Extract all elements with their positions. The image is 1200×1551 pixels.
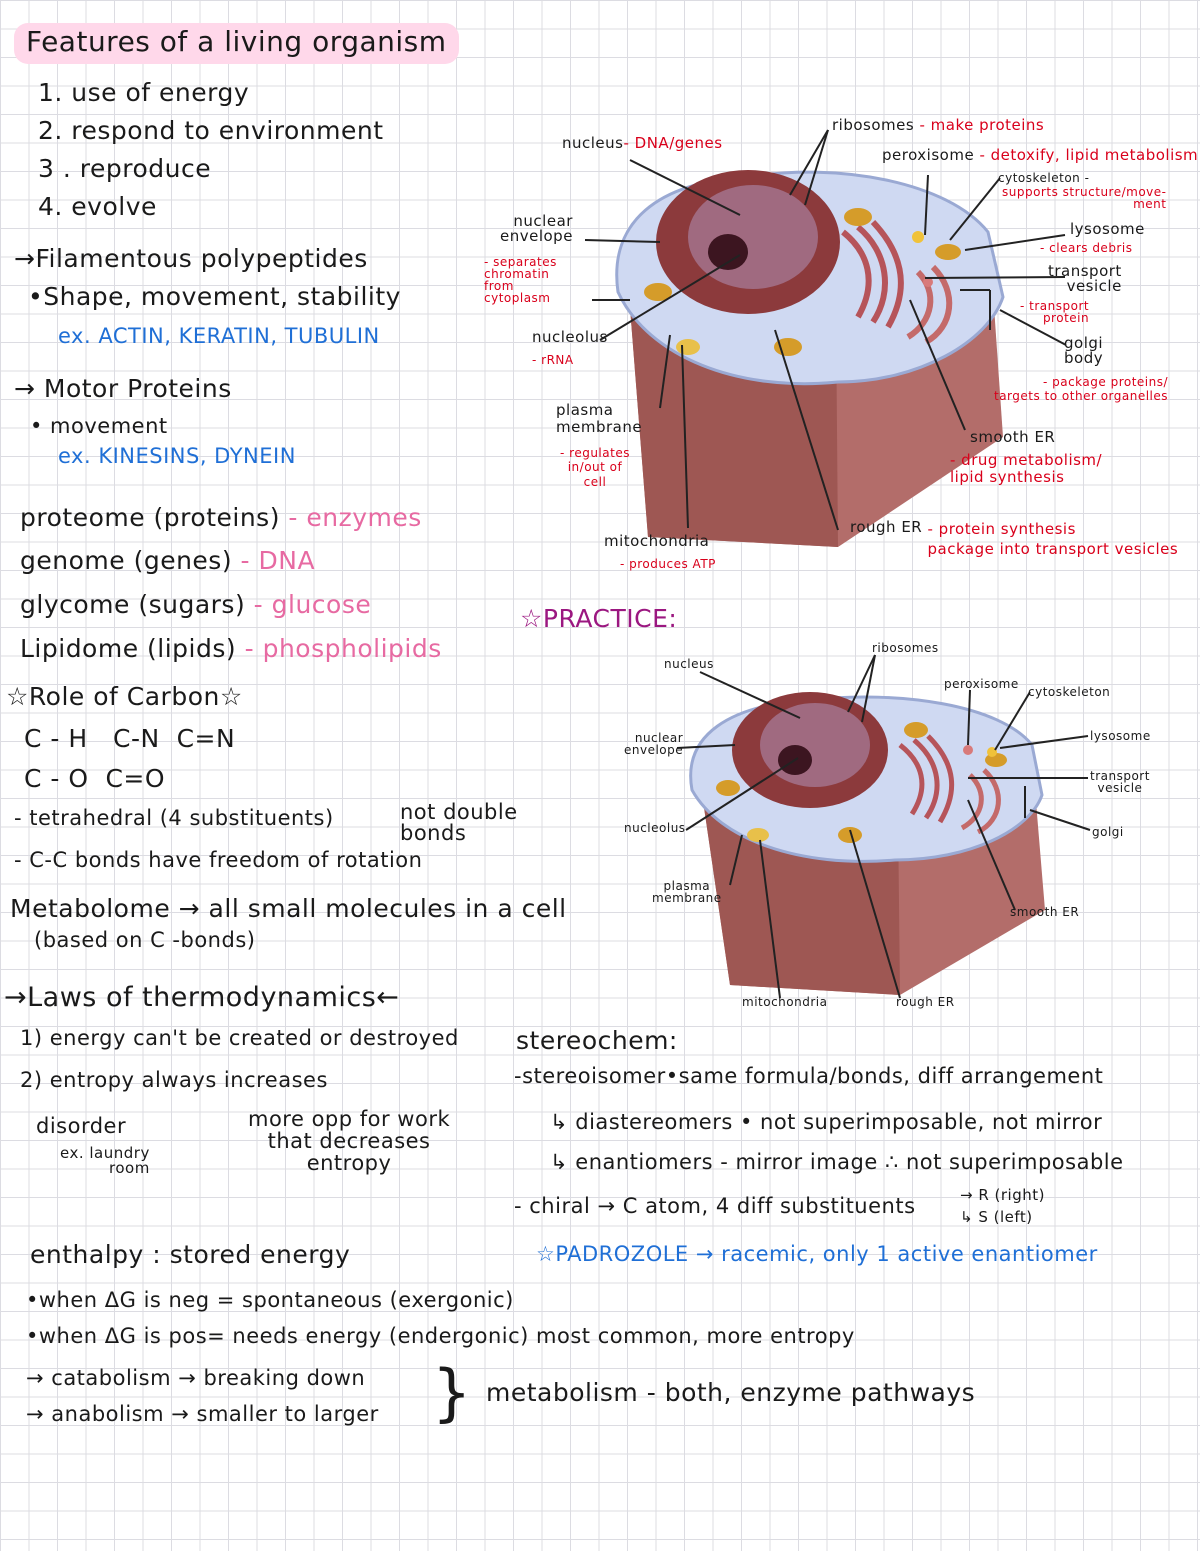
cell-diagram-practice xyxy=(689,692,1045,995)
motor-heading: → Motor Proteins xyxy=(14,374,232,403)
thermo-dg-pos: •when ΔG is pos= needs energy (endergoni… xyxy=(26,1324,855,1348)
practice-label-mitochondria: mitochondria xyxy=(742,995,828,1009)
thermo-disorder: disorder xyxy=(36,1114,127,1138)
motor-bullet: • movement xyxy=(30,414,168,438)
label-mitochondria: mitochondria xyxy=(604,532,710,550)
practice-label-transport-vesicle: transport vesicle xyxy=(1090,769,1150,795)
practice-label-peroxisome: peroxisome xyxy=(944,677,1019,691)
thermo-enthalpy: enthalpy : stored energy xyxy=(30,1240,351,1269)
stereo-stereoisomer: -stereoisomer•same formula/bonds, diff a… xyxy=(514,1064,1104,1088)
thermo-law1: 1) energy can't be created or destroyed xyxy=(20,1026,459,1050)
stereo-s: ↳ S (left) xyxy=(960,1208,1033,1226)
thermo-law2: 2) entropy always increases xyxy=(20,1068,328,1092)
carbon-rotation: - C-C bonds have freedom of rotation xyxy=(14,848,423,872)
practice-label-ribosomes: ribosomes xyxy=(872,641,939,655)
feature-item: 3 . reproduce xyxy=(38,154,212,183)
label-golgi: golgi body xyxy=(1064,334,1104,367)
label-mitochondria-note: - produces ATP xyxy=(620,557,716,571)
label-nuclear-envelope: nuclear envelope xyxy=(500,212,573,245)
practice-label-rough-er: rough ER xyxy=(896,995,955,1009)
label-plasma-note: - regulates in/out of cell xyxy=(560,446,630,489)
label-transport-vesicle: transport vesicle xyxy=(1048,262,1122,295)
motor-example: ex. KINESINS, DYNEIN xyxy=(58,444,296,468)
stereo-chiral: - chiral → C atom, 4 diff substituents xyxy=(514,1194,916,1218)
page-title: Features of a living organism xyxy=(14,23,459,64)
label-lysosome-note: - clears debris xyxy=(1040,241,1133,255)
feature-item: 4. evolve xyxy=(38,192,157,221)
label-peroxisome: peroxisome - detoxify, lipid metabolism xyxy=(882,146,1199,164)
label-nucleolus: nucleolus xyxy=(532,328,608,346)
ome-term: glycome (sugars) - glucose xyxy=(20,590,372,619)
thermo-heading: →Laws of thermodynamics← xyxy=(4,982,400,1013)
practice-label-nucleus: nucleus xyxy=(664,657,714,671)
carbon-heading: ☆Role of Carbon☆ xyxy=(6,682,243,711)
thermo-metabolism: metabolism - both, enzyme pathways xyxy=(486,1378,976,1407)
metabolome: Metabolome → all small molecules in a ce… xyxy=(10,894,567,923)
feature-item: 2. respond to environment xyxy=(38,116,384,145)
practice-label-golgi: golgi xyxy=(1092,825,1124,839)
stereo-enantiomers: ↳ enantiomers - mirror image ∴ not super… xyxy=(550,1150,1124,1174)
practice-label-smooth-er: smooth ER xyxy=(1010,905,1080,919)
label-golgi-note: - package proteins/ targets to other org… xyxy=(994,375,1169,403)
carbon-bonds: C - H C-N C=N xyxy=(24,724,236,753)
label-rough-er: rough ER - protein synthesis package int… xyxy=(850,518,1179,558)
ome-term: Lipidome (lipids) - phospholipids xyxy=(20,634,442,663)
practice-heading: ☆PRACTICE: xyxy=(520,604,678,633)
thermo-disorder-example: ex. laundry room xyxy=(60,1144,150,1177)
label-cytoskeleton: cytoskeleton - xyxy=(998,171,1090,185)
label-nuclear-envelope-note: - separates chromatin from cytoplasm xyxy=(484,255,557,305)
carbon-not-double: not double bonds xyxy=(400,800,518,845)
stereo-r: → R (right) xyxy=(960,1186,1045,1204)
practice-label-lysosome: lysosome xyxy=(1090,729,1151,743)
carbon-tetrahedral: - tetrahedral (4 substituents) xyxy=(14,806,334,830)
practice-label-plasma-membrane: plasma membrane xyxy=(652,879,722,905)
stereo-diastereomers: ↳ diastereomers • not superimposable, no… xyxy=(550,1110,1103,1134)
thermo-dg-neg: •when ΔG is neg = spontaneous (exergonic… xyxy=(26,1288,514,1312)
ome-term: proteome (proteins) - enzymes xyxy=(20,503,422,532)
label-ribosomes: ribosomes - make proteins xyxy=(832,116,1045,134)
stereo-padrozole: ☆PADROZOLE → racemic, only 1 active enan… xyxy=(536,1242,1098,1266)
label-smooth-er-note: - drug metabolism/ lipid synthesis xyxy=(950,451,1103,486)
label-transport-note: - transport protein xyxy=(1020,299,1090,325)
carbon-bonds: C - O C=O xyxy=(24,764,166,793)
practice-label-nuclear-envelope: nuclear envelope xyxy=(624,731,684,757)
filamentous-bullet: •Shape, movement, stability xyxy=(28,282,401,311)
label-nucleolus-note: - rRNA xyxy=(532,353,574,367)
label-nucleus: nucleus- DNA/genes xyxy=(562,134,723,152)
ome-term: genome (genes) - DNA xyxy=(20,546,316,575)
filamentous-example: ex. ACTIN, KERATIN, TUBULIN xyxy=(58,324,380,348)
metabolism-brace: } xyxy=(432,1356,472,1429)
label-plasma-membrane: plasma membrane xyxy=(556,401,643,436)
label-smooth-er: smooth ER xyxy=(970,428,1056,446)
practice-label-cytoskeleton: cytoskeleton xyxy=(1028,685,1111,699)
thermo-catabolism: → catabolism → breaking down xyxy=(26,1366,366,1390)
label-cytoskeleton-note: supports structure/move- ment xyxy=(1002,185,1167,211)
stereo-heading: stereochem: xyxy=(516,1026,678,1055)
thermo-anabolism: → anabolism → smaller to larger xyxy=(26,1402,379,1426)
feature-item: 1. use of energy xyxy=(38,78,250,107)
thermo-more-opp: more opp for work that decreases entropy xyxy=(248,1107,451,1176)
metabolome-note: (based on C -bonds) xyxy=(34,928,256,952)
label-lysosome: lysosome xyxy=(1070,220,1145,238)
practice-label-nucleolus: nucleolus xyxy=(624,821,686,835)
filamentous-heading: →Filamentous polypeptides xyxy=(14,244,368,273)
